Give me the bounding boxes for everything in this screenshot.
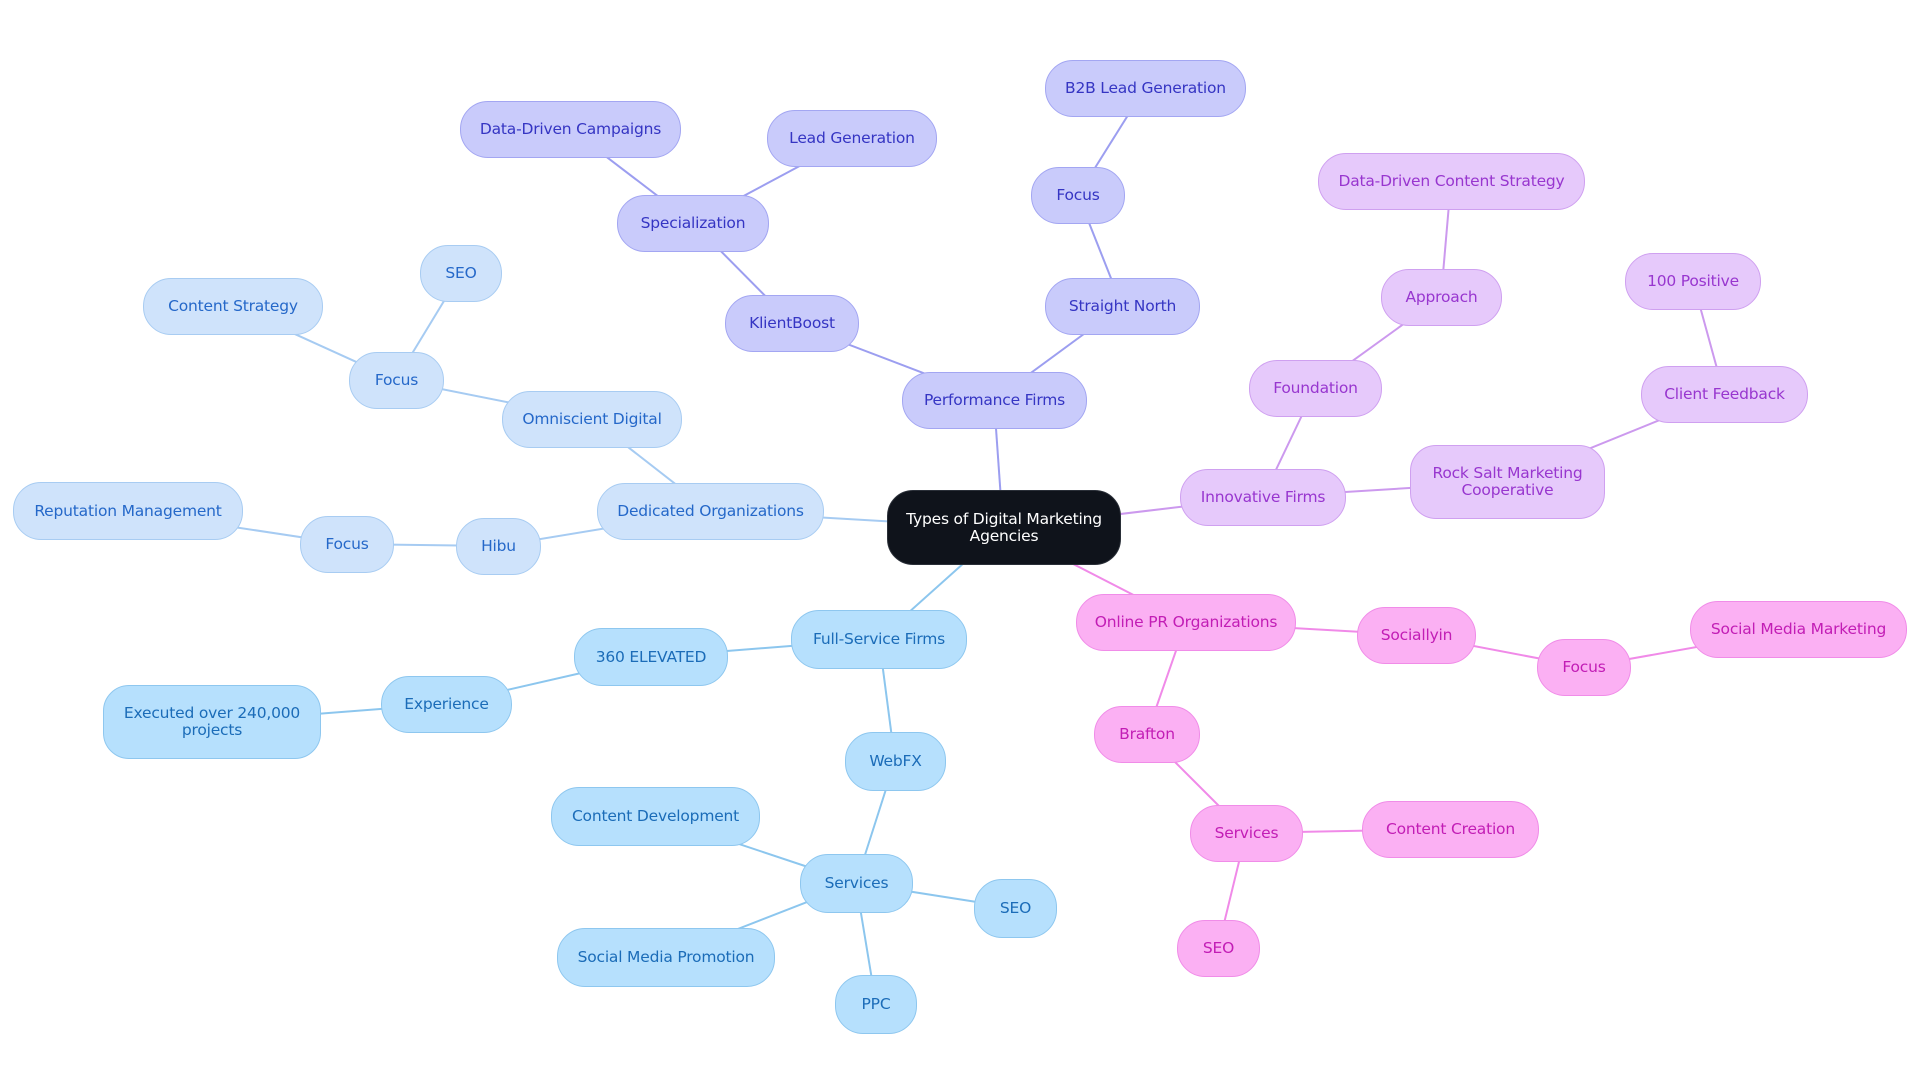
node-brafton[interactable]: Brafton	[1094, 706, 1200, 763]
node-label: WebFX	[869, 752, 922, 770]
node-online-pr-organizations[interactable]: Online PR Organizations	[1076, 594, 1296, 651]
node-label: Dedicated Organizations	[617, 502, 804, 520]
node-webfx[interactable]: WebFX	[845, 732, 946, 791]
node-label: 100 Positive	[1647, 272, 1739, 290]
node-label: Rock Salt Marketing Cooperative	[1432, 464, 1583, 499]
node-ppc[interactable]: PPC	[835, 975, 917, 1034]
node-label: Straight North	[1068, 297, 1177, 315]
node-label: Foundation	[1273, 379, 1358, 397]
node-lead-generation[interactable]: Lead Generation	[767, 110, 937, 167]
node-label: Full-Service Firms	[812, 630, 946, 648]
node-executed-projects[interactable]: Executed over 240,000 projects	[103, 685, 321, 759]
node-label: Content Creation	[1386, 820, 1515, 838]
node-label: Executed over 240,000 projects	[123, 704, 301, 739]
node-label: Experience	[404, 695, 489, 713]
node-brafton-services[interactable]: Services	[1190, 805, 1303, 862]
node-b2b-lead-generation[interactable]: B2B Lead Generation	[1045, 60, 1246, 117]
node-klientboost[interactable]: KlientBoost	[725, 295, 859, 352]
node-label: Data-Driven Campaigns	[479, 120, 662, 138]
node-label: Reputation Management	[34, 501, 222, 520]
node-label: Innovative Firms	[1200, 488, 1326, 506]
node-label: B2B Lead Generation	[1065, 79, 1226, 97]
node-label: PPC	[861, 995, 891, 1013]
node-performance-firms[interactable]: Performance Firms	[902, 372, 1087, 429]
node-rock-salt-marketing-cooperative[interactable]: Rock Salt Marketing Cooperative	[1410, 445, 1605, 519]
node-label: Social Media Promotion	[577, 948, 755, 966]
node-label: Social Media Marketing	[1710, 620, 1887, 638]
node-label: 360 ELEVATED	[595, 647, 707, 666]
node-innovative-firms[interactable]: Innovative Firms	[1180, 469, 1346, 526]
node-100-positive[interactable]: 100 Positive	[1625, 253, 1761, 310]
node-webfx-services[interactable]: Services	[800, 854, 913, 913]
node-hibu-focus[interactable]: Focus	[300, 516, 394, 573]
node-data-driven-content-strategy[interactable]: Data-Driven Content Strategy	[1318, 153, 1585, 210]
node-client-feedback[interactable]: Client Feedback	[1641, 366, 1808, 423]
node-label: Performance Firms	[923, 391, 1066, 409]
node-label: Omniscient Digital	[522, 410, 662, 428]
node-label: SEO	[445, 264, 477, 282]
node-label: SEO	[999, 899, 1032, 917]
node-straight-north-focus[interactable]: Focus	[1031, 167, 1125, 224]
node-360-elevated[interactable]: 360 ELEVATED	[574, 628, 728, 686]
node-label: Focus	[1562, 658, 1606, 676]
node-sociallyin[interactable]: Sociallyin	[1357, 607, 1476, 664]
node-label: Online PR Organizations	[1094, 613, 1278, 631]
node-label: Content Development	[571, 807, 740, 825]
node-label: Brafton	[1119, 725, 1175, 743]
root-label: Types of Digital Marketing Agencies	[906, 509, 1102, 545]
edges-innovative	[1002, 180, 1725, 529]
node-sociallyin-focus[interactable]: Focus	[1537, 639, 1631, 696]
node-label: Focus	[374, 371, 419, 389]
node-content-strategy[interactable]: Content Strategy	[143, 278, 323, 335]
node-label: Content Strategy	[168, 297, 298, 315]
node-full-service-firms[interactable]: Full-Service Firms	[791, 610, 967, 669]
node-approach[interactable]: Approach	[1381, 269, 1502, 326]
node-label: Services	[1214, 824, 1279, 842]
node-label: Client Feedback	[1664, 385, 1785, 403]
node-label: KlientBoost	[749, 314, 835, 332]
node-specialization[interactable]: Specialization	[617, 195, 769, 252]
root-node[interactable]: Types of Digital Marketing Agencies	[887, 490, 1121, 565]
node-social-media-promotion[interactable]: Social Media Promotion	[557, 928, 775, 987]
node-label: Focus	[1056, 186, 1100, 204]
node-webfx-seo[interactable]: SEO	[974, 879, 1057, 938]
node-reputation-management[interactable]: Reputation Management	[13, 482, 243, 540]
node-content-creation[interactable]: Content Creation	[1362, 801, 1539, 858]
node-label: Data-Driven Content Strategy	[1338, 172, 1565, 190]
node-label: Specialization	[640, 214, 746, 232]
node-straight-north[interactable]: Straight North	[1045, 278, 1200, 335]
node-foundation[interactable]: Foundation	[1249, 360, 1382, 417]
node-hibu[interactable]: Hibu	[456, 518, 541, 575]
node-omniscient-digital[interactable]: Omniscient Digital	[502, 391, 682, 448]
node-label: Hibu	[481, 537, 516, 555]
node-label: SEO	[1202, 939, 1235, 957]
node-label: Approach	[1405, 288, 1478, 306]
node-label: Services	[824, 874, 889, 892]
node-data-driven-campaigns[interactable]: Data-Driven Campaigns	[460, 101, 681, 158]
node-social-media-marketing[interactable]: Social Media Marketing	[1690, 601, 1907, 658]
node-experience[interactable]: Experience	[381, 676, 512, 733]
node-label: Focus	[325, 535, 369, 553]
node-label: Lead Generation	[789, 129, 915, 147]
node-omniscient-focus[interactable]: Focus	[349, 352, 444, 409]
node-omniscient-seo[interactable]: SEO	[420, 245, 502, 302]
node-content-development[interactable]: Content Development	[551, 787, 760, 846]
node-brafton-seo[interactable]: SEO	[1177, 920, 1260, 977]
node-dedicated-organizations[interactable]: Dedicated Organizations	[597, 483, 824, 540]
node-label: Sociallyin	[1380, 626, 1453, 644]
